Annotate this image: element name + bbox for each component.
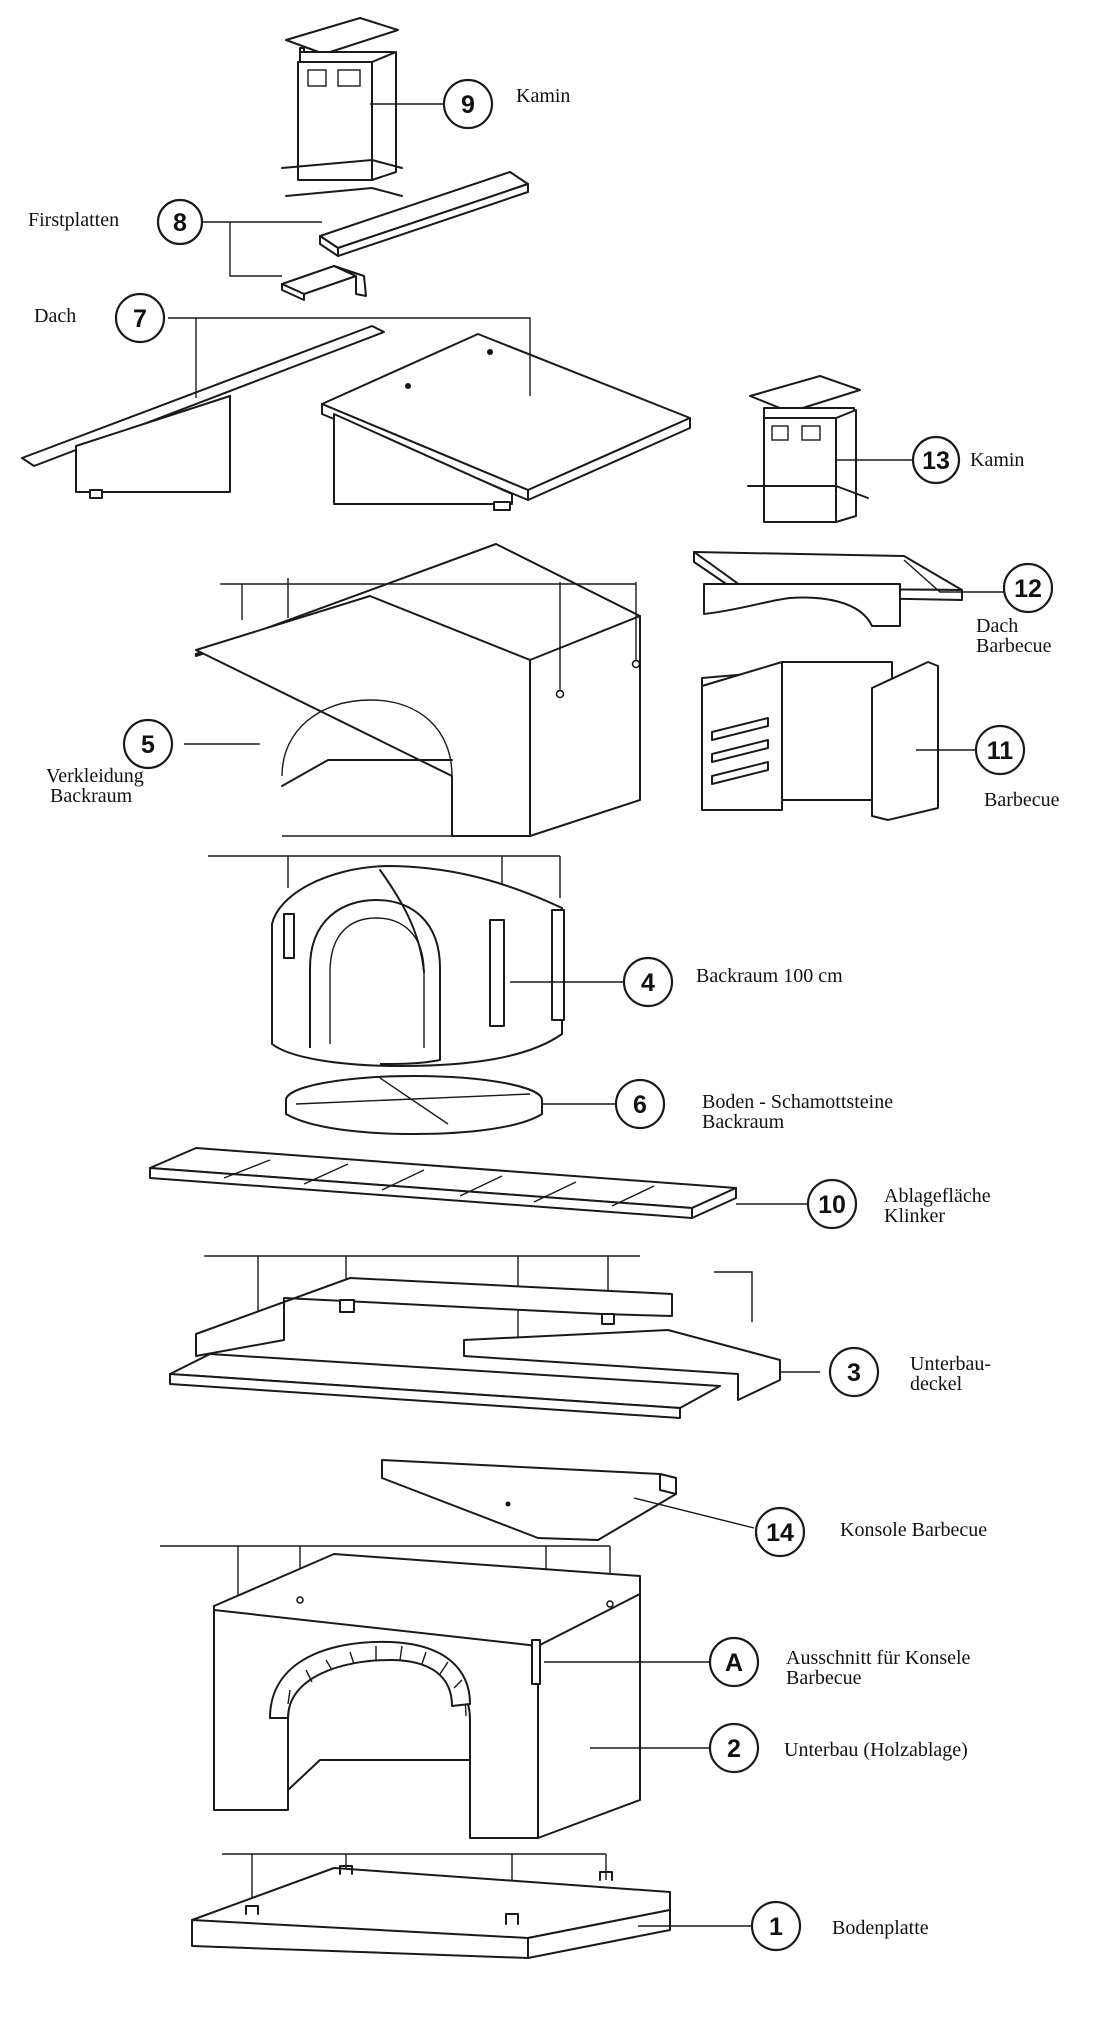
floor-firebricks-drawing (285, 1075, 543, 1135)
svg-text:7: 7 (133, 305, 147, 333)
label-unterbau: Unterbau (Holzablage) (784, 1739, 968, 1761)
label-bodenplatte: Bodenplatte (832, 1917, 929, 1939)
svg-text:9: 9 (461, 91, 475, 119)
oven-housing-drawing (195, 543, 641, 837)
label-dach-barbecue-1: Dach (976, 615, 1018, 637)
label-dach: Dach (34, 305, 76, 327)
leader-lines (168, 103, 1004, 1927)
svg-text:12: 12 (1014, 575, 1042, 603)
base-structure-drawing (160, 1545, 641, 1839)
callout-11: 11 (974, 724, 1026, 776)
barbecue-walls-drawing (701, 661, 939, 821)
svg-text:11: 11 (987, 737, 1014, 765)
chimney-barbecue-drawing (747, 375, 869, 523)
label-ablageflaeche-1: Ablagefläche (884, 1185, 991, 1207)
label-unterbaudeckel-2: deckel (910, 1373, 963, 1395)
callout-A: A (708, 1636, 760, 1688)
callout-3: 3 (828, 1346, 880, 1398)
clinker-shelf-drawing (149, 1147, 737, 1219)
svg-text:2: 2 (727, 1735, 741, 1763)
label-boden-1: Boden - Schamottsteine (702, 1091, 893, 1113)
label-backraum: Backraum 100 cm (696, 965, 843, 987)
label-ausschnitt-1: Ausschnitt für Konsele (786, 1647, 971, 1669)
callout-12: 12 (1002, 562, 1054, 614)
svg-text:6: 6 (633, 1091, 647, 1119)
label-boden-2: Backraum (702, 1111, 785, 1133)
callout-2: 2 (708, 1722, 760, 1774)
base-plate-drawing (191, 1853, 671, 1959)
label-ausschnitt-2: Barbecue (786, 1667, 862, 1689)
callout-14: 14 (754, 1506, 806, 1558)
svg-text:8: 8 (173, 209, 187, 237)
svg-text:14: 14 (766, 1519, 794, 1547)
svg-text:3: 3 (847, 1359, 861, 1387)
base-cover-drawing (169, 1255, 781, 1419)
label-kamin-top: Kamin (516, 85, 570, 107)
callout-10: 10 (806, 1178, 858, 1230)
svg-text:13: 13 (922, 447, 950, 475)
oven-dome-drawing (208, 855, 565, 1067)
barbecue-console-drawing (381, 1459, 677, 1541)
label-kamin-barbecue: Kamin (970, 449, 1024, 471)
callout-8: 8 (156, 198, 204, 246)
label-unterbaudeckel-1: Unterbau- (910, 1353, 991, 1375)
label-ablageflaeche-2: Klinker (884, 1205, 945, 1227)
callout-9: 9 (442, 78, 494, 130)
label-barbecue: Barbecue (984, 789, 1060, 811)
label-firstplatten: Firstplatten (28, 209, 119, 231)
callout-4: 4 (622, 956, 674, 1008)
callout-6: 6 (614, 1078, 666, 1130)
chimney-top-drawing (281, 17, 403, 197)
label-konsole: Konsole Barbecue (840, 1519, 987, 1541)
barbecue-roof-drawing (693, 551, 963, 627)
callout-7: 7 (114, 292, 166, 344)
label-verkleidung-1: Verkleidung (46, 765, 144, 787)
label-verkleidung-2: Backraum (50, 785, 133, 807)
svg-text:10: 10 (818, 1191, 846, 1219)
callout-13: 13 (911, 435, 961, 485)
svg-text:5: 5 (141, 731, 155, 759)
callout-5: 5 (122, 718, 174, 770)
svg-text:A: A (725, 1649, 743, 1677)
label-dach-barbecue-2: Barbecue (976, 635, 1052, 657)
roof-drawing (21, 325, 691, 511)
ridge-plates-drawing (281, 171, 529, 301)
svg-text:1: 1 (769, 1913, 783, 1941)
svg-text:4: 4 (641, 969, 655, 997)
callout-1: 1 (750, 1900, 802, 1952)
